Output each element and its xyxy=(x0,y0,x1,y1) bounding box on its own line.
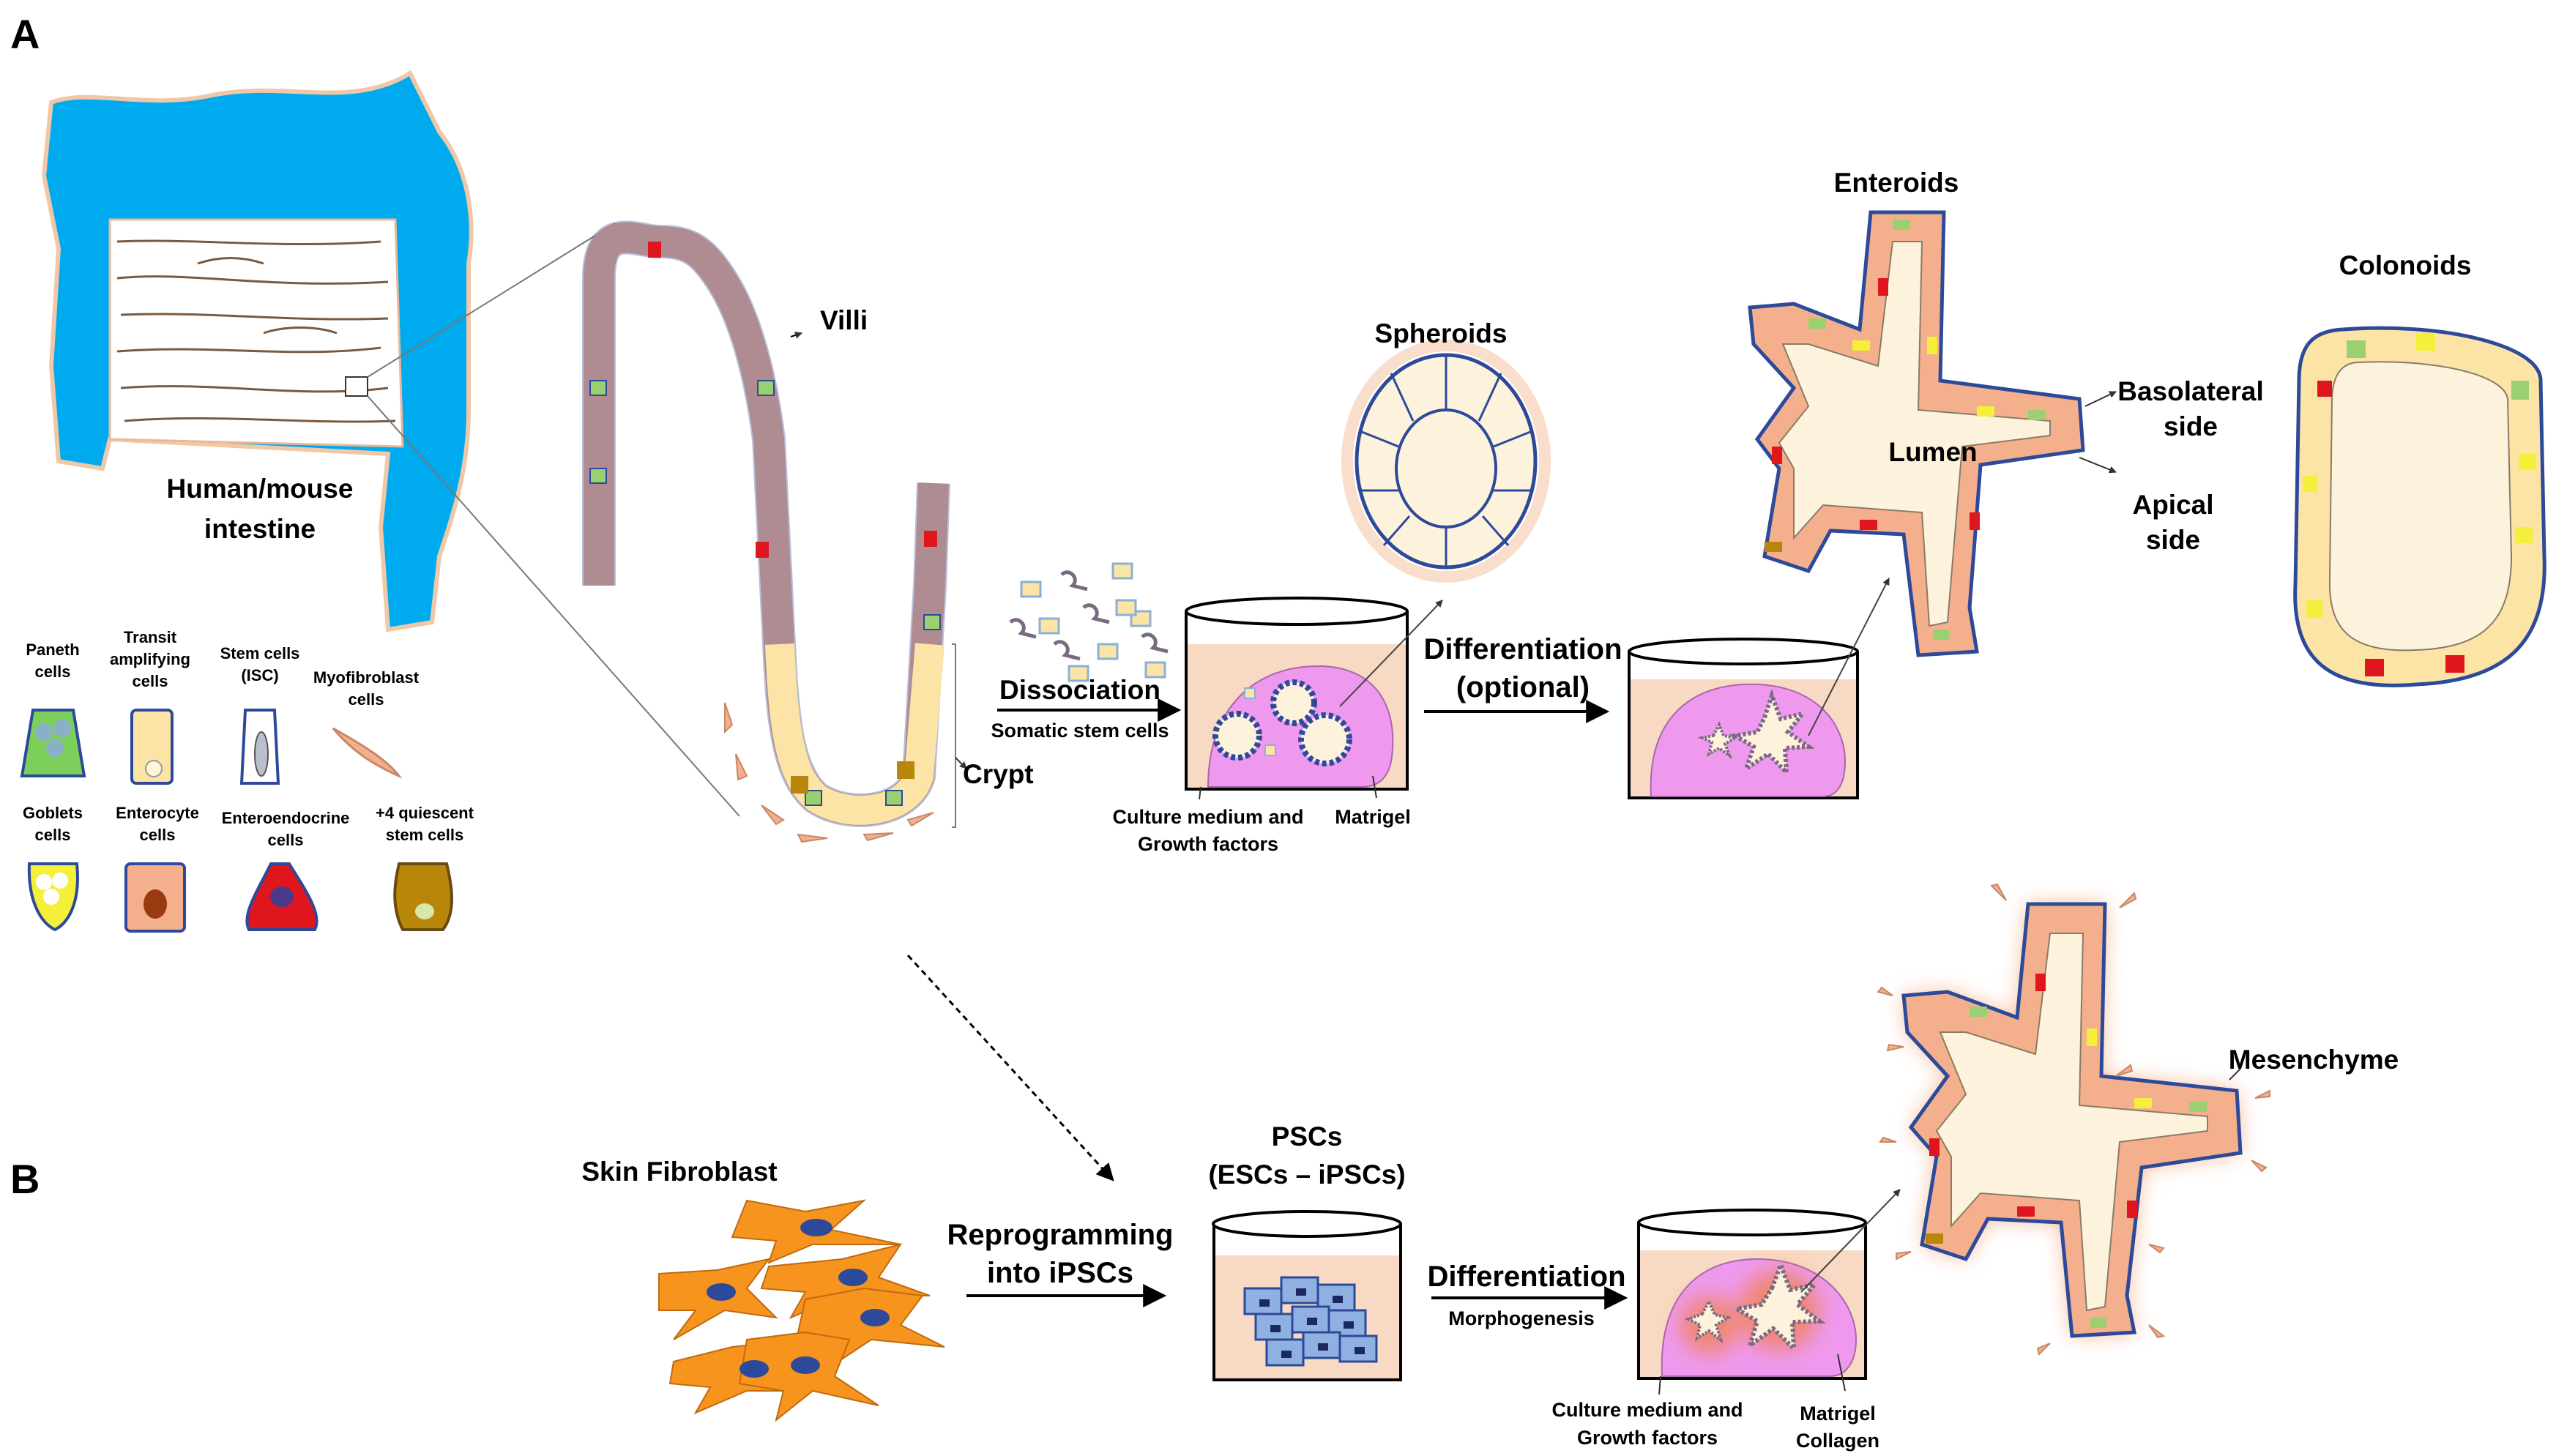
apical-label-2: side xyxy=(2146,525,2200,555)
culture-medium-label-2a: Culture medium and xyxy=(1551,1399,1743,1421)
matrigel-label-1: Matrigel xyxy=(1335,806,1411,828)
transit-amplifying-cell-icon xyxy=(130,709,174,785)
crypt-label: Crypt xyxy=(963,759,1034,789)
hio-with-mesenchyme xyxy=(1877,883,2270,1356)
colonoids-label: Colonoids xyxy=(2339,250,2472,280)
enteroids-label: Enteroids xyxy=(1834,168,1959,198)
svg-text:cells: cells xyxy=(268,831,304,849)
zoom-box xyxy=(345,376,368,397)
svg-text:cells: cells xyxy=(35,662,71,681)
intestine-illustration xyxy=(41,70,740,817)
intestine-label-2: intestine xyxy=(204,514,316,544)
svg-text:Goblets: Goblets xyxy=(23,804,83,822)
myofibroblasts xyxy=(724,702,934,843)
svg-text:cells: cells xyxy=(133,672,168,690)
quiescent-stem-cell-icon xyxy=(393,862,453,931)
svg-text:Enterocyte: Enterocyte xyxy=(116,804,199,822)
skin-fibroblasts xyxy=(658,1199,945,1422)
matrigel-collagen-label-1: Matrigel xyxy=(1800,1403,1876,1425)
differentiation-optional-label-1: Differentiation xyxy=(1423,633,1622,665)
myofibroblast-icon xyxy=(332,727,403,779)
svg-text:+4 quiescent: +4 quiescent xyxy=(376,804,474,822)
cell-type-legend: Paneth cells Transit amplifying cells St… xyxy=(20,628,474,933)
reprogramming-label-1: Reprogramming xyxy=(947,1219,1174,1251)
svg-text:cells: cells xyxy=(349,690,384,709)
lumen-label: Lumen xyxy=(1888,437,1977,467)
psc-culture-well xyxy=(1212,1210,1402,1381)
culture-well-2 xyxy=(1628,638,1859,799)
svg-text:amplifying: amplifying xyxy=(110,650,190,668)
spheroid-illustration xyxy=(1341,340,1551,583)
organoid-culture-well xyxy=(1637,1209,1867,1380)
enteroid-illustration xyxy=(1748,210,2085,657)
culture-medium-label-1a: Culture medium and xyxy=(1112,806,1303,828)
svg-text:Stem cells: Stem cells xyxy=(220,644,300,662)
enteroendocrine-villus xyxy=(648,242,661,258)
svg-text:Transit: Transit xyxy=(124,628,177,646)
spheroids-label: Spheroids xyxy=(1375,318,1508,348)
apical-label-1: Apical xyxy=(2132,490,2213,520)
mesenchyme-label: Mesenchyme xyxy=(2229,1045,2399,1075)
small-intestine-loops xyxy=(116,239,396,423)
morphogenesis-label: Morphogenesis xyxy=(1448,1307,1595,1329)
culture-medium-label-2b: Growth factors xyxy=(1577,1427,1718,1449)
somatic-stem-cells-label: Somatic stem cells xyxy=(991,720,1169,742)
colonoid-cells xyxy=(2303,333,2536,676)
mesenchymal-cells xyxy=(1877,883,2270,1356)
psc-colony xyxy=(1243,1276,1378,1367)
culture-medium-label-1b: Growth factors xyxy=(1138,833,1278,855)
villus-crypt-structure xyxy=(582,220,967,843)
panel-b-letter: B xyxy=(10,1156,40,1202)
pscs-label-2: (ESCs – iPSCs) xyxy=(1208,1160,1405,1190)
reprogramming-label-2: into iPSCs xyxy=(987,1257,1133,1289)
svg-text:(ISC): (ISC) xyxy=(241,666,278,684)
differentiation-label: Differentiation xyxy=(1427,1261,1625,1293)
culture-well-1 xyxy=(1185,597,1409,791)
svg-text:Myofibroblast: Myofibroblast xyxy=(313,668,420,687)
enteroid-cells xyxy=(1765,220,2046,640)
villi-label: Villi xyxy=(820,305,868,335)
differentiation-optional-label-2: (optional) xyxy=(1456,671,1590,703)
svg-text:Enteroendocrine: Enteroendocrine xyxy=(222,809,350,827)
basolateral-label-1: Basolateral xyxy=(2117,376,2264,406)
panel-a-letter: A xyxy=(10,11,40,57)
svg-text:stem cells: stem cells xyxy=(386,826,463,844)
colonoid-illustration xyxy=(2293,326,2546,687)
skin-fibroblast-label: Skin Fibroblast xyxy=(581,1157,777,1187)
dissociation-label: Dissociation xyxy=(999,675,1160,705)
intestine-label-1: Human/mouse xyxy=(167,474,354,504)
svg-text:Paneth: Paneth xyxy=(26,641,79,659)
small-intestine-area xyxy=(108,218,404,448)
dissociated-cells xyxy=(1009,562,1169,682)
svg-text:cells: cells xyxy=(140,826,176,844)
hio-lumen xyxy=(1935,933,2208,1312)
basolateral-label-2: side xyxy=(2164,411,2218,441)
dashed-link-arrow xyxy=(906,954,1114,1181)
pscs-label-1: PSCs xyxy=(1272,1121,1343,1151)
matrigel-collagen-label-2: Collagen xyxy=(1796,1430,1879,1452)
svg-text:cells: cells xyxy=(35,826,71,844)
